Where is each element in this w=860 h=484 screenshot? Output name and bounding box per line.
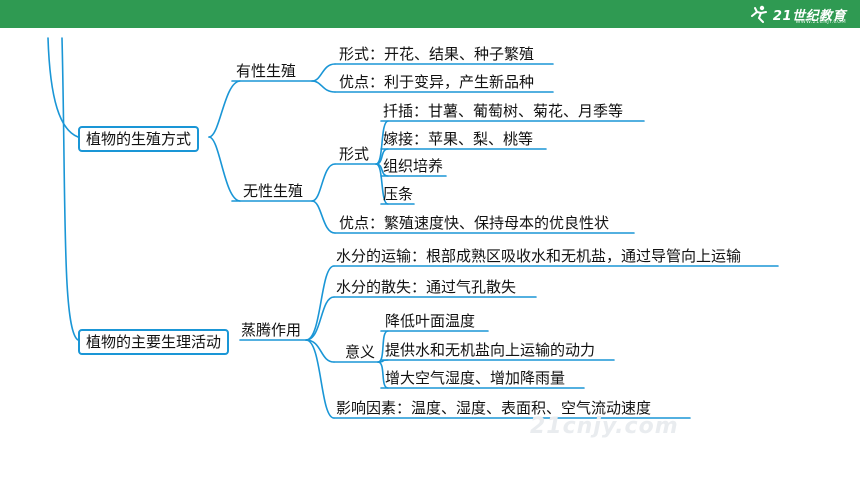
logo-subtitle: WWW.21CNJY.COM [795,19,846,25]
node-meaning-2: 提供水和无机盐向上运输的动力 [385,341,596,359]
root-connector-1 [47,37,79,138]
node-meaning-1: 降低叶面温度 [385,312,476,330]
node-water-transport: 水分的运输：根部成熟区吸收水和无机盐，通过导管向上运输 [336,247,742,265]
node-asexual-form: 形式 [339,145,370,163]
logo-text: 21世纪教育 [772,8,846,24]
node-asexual: 无性生殖 [243,182,304,200]
node-meaning: 意义 [345,343,376,361]
node-sexual: 有性生殖 [236,62,297,80]
node-activities-label: 植物的主要生理活动 [86,333,222,351]
node-physiological-activities: 植物的主要生理活动 [78,329,230,355]
runner-icon [750,5,767,23]
node-reproduction-label: 植物的生殖方式 [86,130,192,148]
node-asexual-form-1: 扦插：甘薯、葡萄树、菊花、月季等 [383,102,624,120]
node-transpiration: 蒸腾作用 [241,321,302,339]
node-water-loss: 水分的散失：通过气孔散失 [336,278,517,296]
node-sexual-advantage: 优点：利于变异，产生新品种 [339,73,535,91]
connector-sexual [208,80,241,138]
node-sexual-form: 形式：开花、结果、种子繁殖 [339,45,535,63]
node-reproduction: 植物的生殖方式 [78,126,200,152]
node-meaning-3: 增大空气湿度、增加降雨量 [385,369,566,387]
connector-asexual [208,136,241,202]
root-connector-2 [61,37,79,341]
brand-logo: 21世纪教育 WWW.21CNJY.COM [749,2,846,26]
node-asexual-advantage: 优点：繁殖速度快、保持母本的优良性状 [339,214,610,232]
node-factors: 影响因素：温度、湿度、表面积、空气流动速度 [336,399,652,417]
node-asexual-form-2: 嫁接：苹果、梨、桃等 [383,130,534,148]
header-bar: 21世纪教育 WWW.21CNJY.COM [0,0,860,28]
node-asexual-form-3: 组织培养 [383,157,444,175]
watermark: 21cnjy.com [530,414,679,439]
node-asexual-form-4: 压条 [383,185,414,203]
